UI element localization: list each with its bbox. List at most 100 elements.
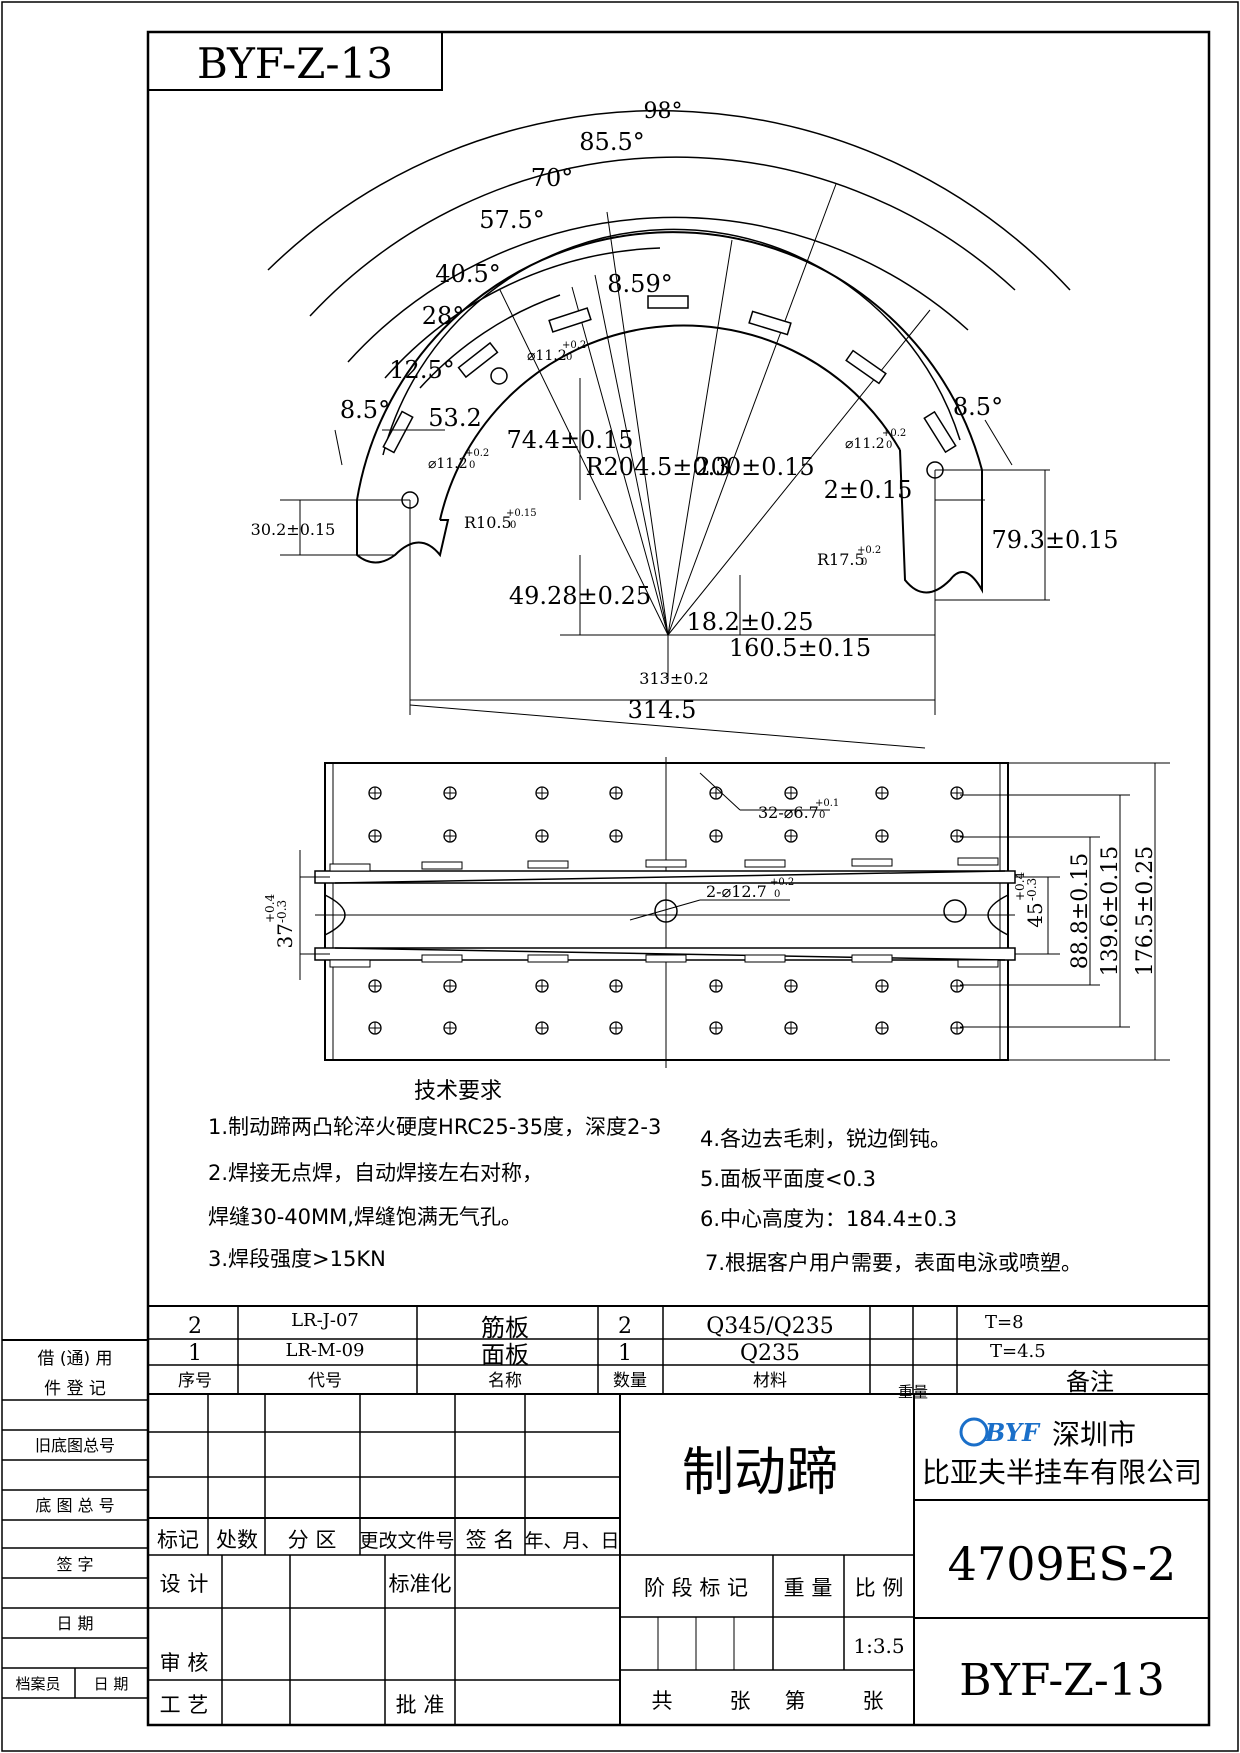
dim-314-5: 314.5: [628, 696, 697, 724]
bom-header-seq: 序号: [178, 1371, 212, 1391]
hole-top-left: [490, 367, 508, 385]
logo-ring-icon: [959, 1417, 989, 1447]
dim-40-5: 40.5°: [435, 260, 500, 288]
plan-view: [299, 757, 1170, 1068]
bom-row2-remark: T=4.5: [990, 1341, 1046, 1362]
label-process: 工 艺: [160, 1693, 209, 1717]
panel-inner-arc: [382, 228, 961, 456]
side-borrow-bot: 件 登 记: [44, 1379, 106, 1399]
sheet-no: 第: [785, 1689, 806, 1713]
bom-row2-qty: 1: [618, 1341, 632, 1366]
side-old-base: 旧底图总号: [35, 1436, 115, 1455]
dim-hole-right: ⌀11.2: [845, 436, 885, 452]
bom-row1-code: LR-J-07: [291, 1310, 359, 1331]
bom-header-material: 材料: [753, 1371, 787, 1391]
tol-hole-left: +0.2: [465, 448, 489, 459]
weld-pads: [382, 295, 957, 454]
rib-inner-arc: [439, 324, 901, 521]
dim-8-5-right: 8.5°: [953, 393, 1003, 421]
slot-left: [324, 894, 346, 936]
label-design: 设 计: [160, 1572, 209, 1596]
tol-2-holes: +0.2: [770, 877, 794, 888]
bom-text: 2 LR-J-07 筋板 2 Q345/Q235 T=8 1 LR-M-09 面…: [178, 1310, 1114, 1401]
dim-37: 37: [273, 923, 297, 948]
dim-2-holes: 2-⌀12.7: [706, 882, 767, 901]
label-weight: 重 量: [784, 1576, 833, 1600]
dim-85-5: 85.5°: [579, 128, 644, 156]
dim-88-8: 88.8±0.15: [1068, 853, 1093, 969]
dim-139-6: 139.6±0.15: [1098, 846, 1123, 976]
label-approve: 批 准: [396, 1693, 445, 1717]
tol-r17-5: +0.2: [857, 545, 881, 556]
rib-left-end: [356, 500, 450, 564]
dim-18-2: 18.2±0.25: [687, 608, 814, 636]
dim-79-3: 79.3±0.15: [992, 526, 1119, 554]
req-item-1: 1.制动蹄两凸轮淬火硬度HRC25-35度，深度2-3: [208, 1115, 661, 1139]
dim-74-4: 74.4±0.15: [507, 426, 634, 454]
plan-weld-pads: [329, 857, 999, 968]
req-item-5: 5.面板平面度<0.3: [700, 1167, 876, 1191]
dim-37-group: 37 +0.4 -0.3: [263, 893, 297, 948]
part-name: 制动蹄: [682, 1443, 838, 1503]
drawing-code-bottom: BYF-Z-13: [959, 1655, 1164, 1706]
tol-r10-5: +0.15: [506, 508, 537, 519]
tol-45-up: +0.4: [1013, 871, 1027, 901]
dim-r10-5: R10.5: [464, 513, 512, 532]
drawing-code-box: [147, 31, 443, 91]
dim-8-59: 8.59°: [607, 270, 672, 298]
bom-header-qty: 数量: [613, 1371, 647, 1391]
dim-r204-5: R204.5±0.3: [585, 453, 730, 481]
bom-header-remark: 备注: [1066, 1368, 1114, 1396]
bom-row1-qty: 2: [618, 1314, 632, 1339]
rev-header-date: 年、月、日: [524, 1530, 619, 1552]
label-stage: 阶 段 标 记: [644, 1576, 748, 1600]
title-block-text: 制动蹄 BYF 深圳市 比亚夫半挂车有限公司 4709ES-2 BYF-Z-13…: [157, 1417, 1202, 1717]
bom-row2-seq: 1: [188, 1341, 202, 1366]
dim-49-28: 49.28±0.25: [509, 582, 651, 610]
slot-right: [987, 894, 1009, 936]
tol-32-holes-zero: 0: [819, 810, 825, 821]
dim-r17-5: R17.5: [817, 550, 865, 569]
drawing-code-label: BYF-Z-13: [197, 39, 393, 88]
label-standardize: 标准化: [389, 1572, 452, 1596]
tol-hole-top-left-zero: 0: [566, 352, 572, 363]
bom-table: [148, 1305, 1209, 1395]
rev-header-count: 处数: [216, 1528, 258, 1552]
dim-57-5: 57.5°: [479, 206, 544, 234]
bom-row1-name: 筋板: [481, 1314, 529, 1342]
scale-value: 1:3.5: [853, 1634, 904, 1658]
tol-hole-right: +0.2: [882, 428, 906, 439]
bom-header-weight: 重量: [898, 1383, 928, 1401]
tol-hole-right-zero: 0: [886, 440, 892, 451]
side-archive-date: 日 期: [94, 1675, 129, 1693]
tol-r17-5-zero: 0: [861, 557, 867, 568]
bom-header-code: 代号: [308, 1371, 342, 1391]
radial-lines: [499, 183, 931, 636]
req-item-7: 7.根据客户用户需要，表面电泳或喷塑。: [705, 1251, 1082, 1275]
dim-hole-top-left: ⌀11.2: [527, 348, 567, 364]
dim-176-5: 176.5±0.25: [1133, 846, 1158, 976]
dim-28: 28°: [422, 302, 465, 330]
dim-313: 313±0.2: [639, 669, 708, 688]
title-block-lines: [148, 1394, 1209, 1725]
dim-70: 70°: [531, 164, 574, 192]
side-date: 日 期: [56, 1614, 93, 1633]
linear-dims: [280, 378, 1050, 749]
rev-header-docno: 更改文件号: [359, 1530, 454, 1552]
dim-8-5-left: 8.5°: [340, 396, 390, 424]
company-name: 比亚夫半挂车有限公司: [922, 1456, 1202, 1489]
req-item-2: 2.焊接无点焊，自动焊接左右对称，: [208, 1161, 543, 1185]
bom-header-name: 名称: [488, 1371, 522, 1391]
arc-view-labels: 98° 85.5° 70° 57.5° 40.5° 28° 12.5° 8.5°…: [251, 99, 1119, 724]
bom-row1-material: Q345/Q235: [706, 1314, 833, 1339]
bom-row2-code: LR-M-09: [285, 1340, 364, 1361]
technical-requirements: 技术要求 1.制动蹄两凸轮淬火硬度HRC25-35度，深度2-3 2.焊接无点焊…: [208, 1079, 1082, 1275]
bom-row1-remark: T=8: [985, 1312, 1024, 1333]
rev-header-zone: 分 区: [288, 1528, 337, 1552]
side-borrow-top: 借 (通) 用: [37, 1349, 112, 1369]
tol-hole-left-zero: 0: [469, 460, 475, 471]
sheet-unit2: 张: [863, 1689, 884, 1713]
rib-right-end: [899, 449, 983, 594]
